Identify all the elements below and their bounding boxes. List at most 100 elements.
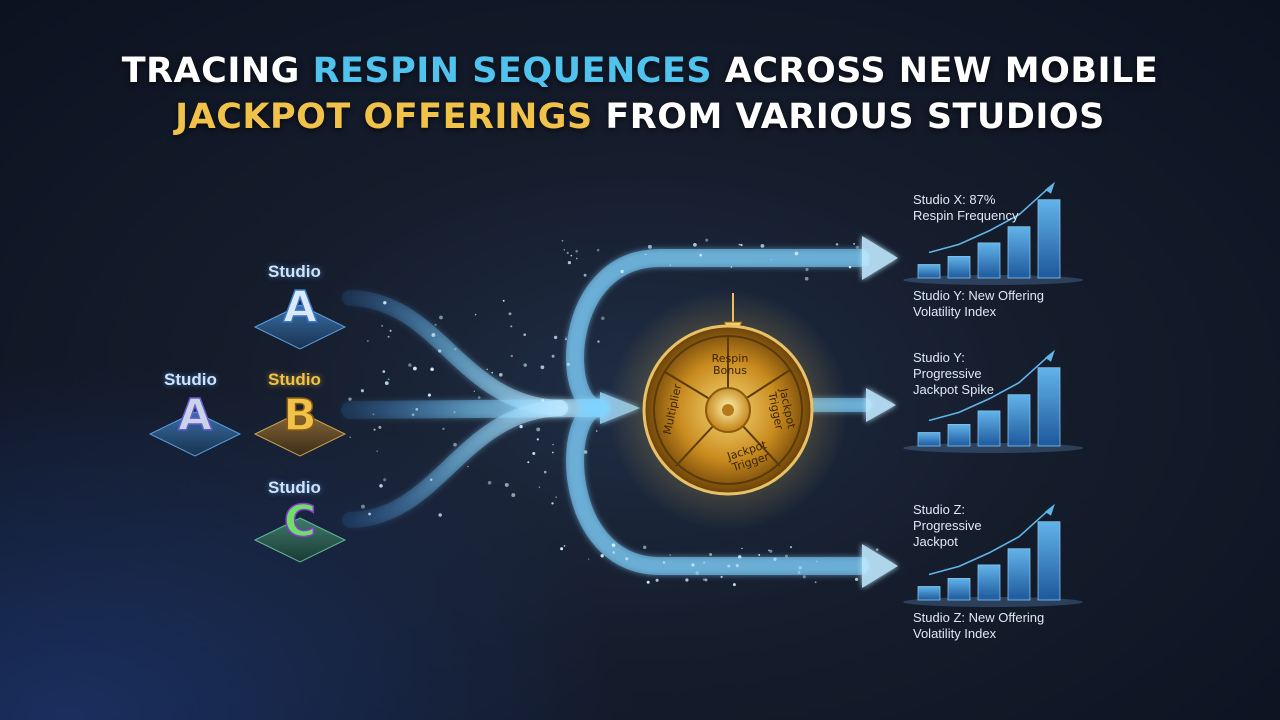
sparkle: [740, 243, 743, 247]
mini-bar-chart-2: [903, 349, 1083, 453]
sparkle: [769, 549, 773, 553]
studio-a-top-letter: A: [283, 282, 317, 333]
sparkle: [662, 561, 666, 564]
sparkle: [720, 575, 723, 579]
chart-bar: [947, 578, 971, 601]
sparkle: [486, 368, 488, 370]
stat-studio-z-progressive: Studio Z: Progressive Jackpot: [913, 502, 982, 549]
sparkle: [523, 333, 527, 337]
sparkle: [875, 548, 879, 551]
sparkle: [387, 378, 390, 381]
sparkle: [555, 496, 558, 499]
mini-bar-chart-3: [903, 503, 1083, 607]
page-title: TRACING RESPIN SEQUENCES ACROSS NEW MOBI…: [0, 48, 1280, 140]
sparkle: [381, 325, 383, 327]
title-highlight-jackpot: JACKPOT OFFERINGS: [175, 97, 593, 137]
sparkle: [709, 552, 713, 556]
sparkle: [738, 243, 741, 246]
sparkle: [797, 571, 801, 574]
sparkle: [453, 442, 457, 447]
studio-a-left-letter: A: [178, 390, 212, 441]
input-streams: [341, 290, 609, 528]
sparkle: [439, 315, 443, 320]
sparkle-particles: [348, 238, 879, 587]
studio-a-top-platform: A: [253, 281, 347, 350]
studio-c-letter: C: [284, 496, 316, 547]
sparkle: [758, 553, 761, 556]
sparkle: [570, 254, 573, 257]
sparkle: [575, 249, 578, 253]
sparkle: [511, 493, 516, 498]
sparkle: [595, 430, 598, 432]
sparkle: [866, 263, 869, 266]
sparkle: [655, 578, 659, 582]
chart-trend-arrowhead: [1045, 503, 1055, 516]
title-part-5: FROM VARIOUS STUDIOS: [592, 97, 1105, 137]
sparkle: [438, 349, 442, 353]
sparkle: [348, 397, 352, 401]
sparkle: [536, 427, 541, 432]
sparkle: [383, 478, 387, 482]
sparkle: [704, 578, 708, 582]
sparkle: [737, 555, 742, 559]
studio-c-label: Studio: [268, 478, 321, 497]
sparkle: [376, 450, 379, 453]
sparkle: [612, 551, 616, 554]
sparkle: [551, 354, 555, 358]
chart-bar: [1007, 548, 1031, 601]
studio-a-top-label: Studio: [268, 262, 321, 281]
output-charts: [903, 181, 1083, 607]
sparkle: [379, 484, 383, 488]
sparkle: [699, 253, 703, 257]
sparkle: [532, 451, 536, 456]
sparkle: [519, 424, 523, 429]
sparkle: [487, 481, 492, 485]
chart-bar: [917, 586, 941, 601]
sparkle: [597, 340, 600, 343]
mini-bar-chart-1: [903, 181, 1083, 285]
sparkle: [770, 258, 773, 261]
studio-b-letter: B: [283, 390, 317, 441]
sparkle: [560, 547, 564, 551]
chart-trend-arrowhead: [1045, 181, 1055, 194]
sparkle: [527, 461, 530, 464]
sparkle: [473, 390, 475, 392]
sparkle: [502, 299, 505, 302]
stream-from-studio-a: [342, 290, 568, 416]
sparkle: [647, 244, 652, 249]
sparkle: [853, 243, 855, 245]
sparkle: [600, 554, 604, 558]
sparkle: [541, 399, 545, 402]
sparkle: [431, 333, 436, 337]
sparkle: [408, 363, 412, 367]
sparkle: [805, 267, 809, 272]
title-part-3: ACROSS NEW MOBILE: [712, 51, 1159, 91]
chart-bar: [1037, 521, 1061, 601]
sparkle: [835, 243, 839, 246]
sparkle: [691, 563, 695, 567]
studio-a-left-platform: A: [148, 389, 242, 457]
stream-upper-branch: [566, 249, 869, 417]
chart-bar: [917, 432, 941, 447]
sparkle: [567, 261, 571, 265]
sparkle: [727, 564, 731, 568]
sparkle: [702, 578, 706, 581]
sparkle: [854, 577, 859, 582]
sparkle: [366, 339, 369, 343]
chart-bar: [977, 410, 1001, 447]
sparkle: [491, 371, 494, 374]
sparkle: [848, 265, 852, 269]
sparkle: [536, 438, 539, 441]
sparkle: [563, 544, 566, 547]
sparkle: [566, 362, 570, 366]
sparkle: [383, 301, 387, 305]
chart-bar: [1037, 199, 1061, 279]
sparkle: [427, 393, 431, 397]
sparkle: [730, 266, 733, 268]
sparkle: [384, 381, 389, 385]
sparkle: [434, 323, 437, 326]
stream-from-studio-c: [342, 400, 568, 528]
